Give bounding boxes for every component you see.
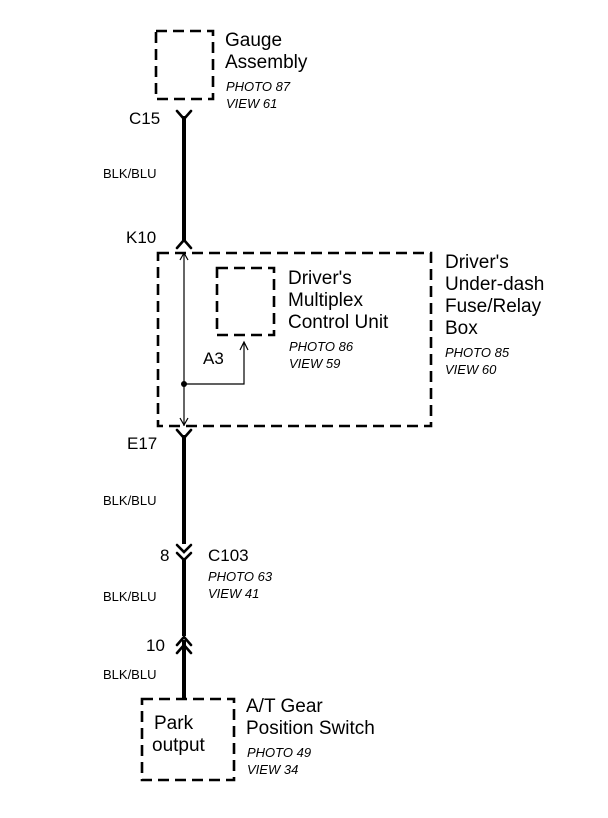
- c103-pin-10-label: 10: [146, 636, 165, 655]
- branch-arrow-a3: [239, 340, 249, 351]
- connector-k10: K10: [126, 228, 193, 250]
- switch-title-line1: A/T Gear: [246, 696, 323, 717]
- fuse-relay-box-outline: [156, 251, 433, 428]
- fuse-box-title-line1: Driver's: [445, 252, 509, 273]
- fuse-box-title-line2: Under-dash: [445, 274, 544, 295]
- connector-c103-pin-10: 10: [146, 635, 193, 655]
- connector-c15: C15: [129, 109, 193, 128]
- gauge-assembly: Gauge Assembly PHOTO 87 VIEW 61: [154, 29, 308, 111]
- switch-inner-line1: Park: [154, 713, 194, 734]
- gauge-assembly-view-ref: VIEW 61: [226, 96, 277, 111]
- fuse-box-view-ref: VIEW 60: [445, 362, 497, 377]
- fuse-relay-box: Driver's Under-dash Fuse/Relay Box PHOTO…: [156, 251, 544, 428]
- c103-terminal-mark-top: [175, 543, 193, 554]
- k10-terminal-mark: [175, 238, 193, 250]
- wire-label-4: BLK/BLU: [103, 667, 156, 682]
- switch-title-line2: Position Switch: [246, 718, 375, 739]
- internal-arrow-top: [179, 251, 189, 261]
- gauge-assembly-title-line1: Gauge: [225, 30, 282, 51]
- mcu-view-ref: VIEW 59: [289, 356, 340, 371]
- wire-label-3: BLK/BLU: [103, 589, 156, 604]
- switch-photo-ref: PHOTO 49: [247, 745, 311, 760]
- fuse-box-title-line4: Box: [445, 318, 478, 339]
- fuse-box-title-line3: Fuse/Relay: [445, 296, 542, 317]
- wire-label-2: BLK/BLU: [103, 493, 156, 508]
- k10-label: K10: [126, 228, 156, 247]
- switch-inner-line2: output: [152, 735, 206, 756]
- c103-photo-ref: PHOTO 63: [208, 569, 273, 584]
- multiplex-control-unit: Driver's Multiplex Control Unit PHOTO 86…: [203, 266, 389, 371]
- c103-view-ref: VIEW 41: [208, 586, 259, 601]
- gauge-assembly-box: [154, 29, 215, 101]
- connector-c103: 8 C103 PHOTO 63 VIEW 41: [160, 543, 273, 601]
- mcu-photo-ref: PHOTO 86: [289, 339, 354, 354]
- wire-label-1: BLK/BLU: [103, 166, 156, 181]
- c103-pin-8-label: 8: [160, 546, 169, 565]
- fuse-box-photo-ref: PHOTO 85: [445, 345, 510, 360]
- branch-to-a3: [184, 343, 245, 385]
- mcu-title-line2: Multiplex: [288, 290, 363, 311]
- switch-view-ref: VIEW 34: [247, 762, 298, 777]
- gauge-assembly-title-line2: Assembly: [225, 52, 308, 73]
- internal-wiring: [179, 251, 249, 427]
- internal-arrow-bottom: [179, 417, 189, 427]
- connector-e17: E17: [127, 428, 193, 453]
- mcu-title-line3: Control Unit: [288, 312, 389, 333]
- mcu-box: [215, 266, 276, 337]
- c15-label: C15: [129, 109, 160, 128]
- mcu-pin-a3-label: A3: [203, 349, 224, 368]
- gear-position-switch: Park output A/T Gear Position Switch PHO…: [140, 696, 375, 782]
- e17-label: E17: [127, 434, 157, 453]
- c103-pin-10-mark-top: [175, 635, 193, 647]
- c103-name-label: C103: [208, 546, 249, 565]
- mcu-title-line1: Driver's: [288, 268, 352, 289]
- gauge-assembly-photo-ref: PHOTO 87: [226, 79, 291, 94]
